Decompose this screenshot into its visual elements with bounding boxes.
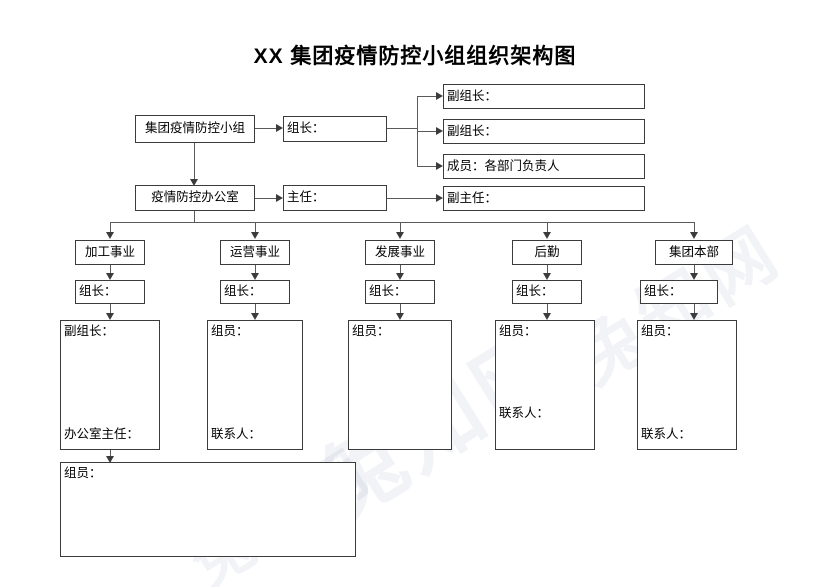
connector-drop-dept-2 — [255, 222, 257, 234]
arrow-down-icon — [690, 273, 698, 280]
node-department-1-leader[interactable]: 组长： — [75, 280, 145, 304]
connector-dept5-to-detail — [694, 304, 696, 317]
node-department-5-name[interactable]: 集团本部 — [655, 240, 733, 265]
arrow-down-icon — [396, 273, 404, 280]
arrow-down-icon — [190, 179, 198, 186]
arrow-down-icon — [251, 232, 259, 239]
department-4-detail-top: 组员： — [499, 324, 537, 338]
connector-bus-to-deputy1 — [417, 96, 437, 98]
connector-leader-to-bus — [387, 128, 417, 130]
connector-drop-dept-3 — [400, 222, 402, 234]
arrow-down-icon — [251, 313, 259, 320]
arrow-down-icon — [543, 313, 551, 320]
node-director[interactable]: 主任： — [283, 185, 387, 211]
arrow-down-icon — [690, 313, 698, 320]
node-department-5-detail[interactable]: 组员： 联系人： — [637, 320, 737, 450]
connector-department-bus — [110, 222, 695, 224]
connector-dept3-to-leader — [400, 265, 402, 276]
connector-dept3-to-detail — [400, 304, 402, 317]
node-department-1-detail[interactable]: 副组长： 办公室主任： — [60, 320, 160, 450]
node-prevention-office[interactable]: 疫情防控办公室 — [135, 185, 255, 211]
connector-office-drop — [194, 211, 196, 222]
connector-dept1-to-leader — [110, 265, 112, 276]
connector-group-to-leader — [255, 128, 277, 130]
node-group-committee[interactable]: 集团疫情防控小组 — [135, 115, 255, 143]
connector-director-to-deputy-director — [387, 198, 436, 200]
node-deputy-director[interactable]: 副主任： — [443, 186, 645, 211]
connector-bus-to-members — [417, 166, 437, 168]
arrow-right-icon — [276, 124, 283, 132]
node-department-2-detail[interactable]: 组员： 联系人： — [207, 320, 303, 450]
arrow-right-icon — [436, 162, 443, 170]
node-department-2-name[interactable]: 运营事业 — [220, 240, 290, 265]
arrow-down-icon — [396, 313, 404, 320]
connector-drop-dept-4 — [547, 222, 549, 234]
arrow-down-icon — [106, 456, 114, 463]
arrow-down-icon — [251, 273, 259, 280]
connector-bus-to-deputy2 — [417, 131, 437, 133]
department-5-detail-top: 组员： — [641, 324, 679, 338]
arrow-right-icon — [276, 194, 283, 202]
node-leader[interactable]: 组长： — [283, 116, 387, 142]
arrow-down-icon — [106, 232, 114, 239]
node-department-3-detail[interactable]: 组员： — [348, 320, 452, 450]
connector-drop-dept-5 — [694, 222, 696, 234]
node-bottom-members[interactable]: 组员： — [60, 462, 356, 557]
arrow-right-icon — [436, 92, 443, 100]
connector-group-to-office — [194, 143, 196, 181]
page-title: XX 集团疫情防控小组组织架构图 — [253, 45, 577, 68]
arrow-right-icon — [436, 194, 443, 202]
node-department-4-leader[interactable]: 组长： — [512, 280, 582, 304]
node-department-1-name[interactable]: 加工事业 — [75, 240, 145, 265]
connector-office-to-director — [255, 198, 277, 200]
connector-drop-dept-1 — [110, 222, 112, 234]
arrow-right-icon — [436, 127, 443, 135]
node-department-3-name[interactable]: 发展事业 — [365, 240, 435, 265]
connector-dept5-to-leader — [694, 265, 696, 276]
arrow-down-icon — [543, 273, 551, 280]
connector-dept1-to-detail — [110, 304, 112, 317]
connector-dept2-to-leader — [255, 265, 257, 276]
connector-dept4-to-detail — [547, 304, 549, 317]
arrow-down-icon — [690, 232, 698, 239]
node-department-3-leader[interactable]: 组长： — [365, 280, 435, 304]
arrow-down-icon — [543, 232, 551, 239]
department-1-detail-bottom: 办公室主任： — [64, 427, 140, 442]
bottom-members-label: 组员： — [64, 466, 102, 480]
node-department-4-name[interactable]: 后勤 — [512, 240, 582, 265]
connector-dept4-to-leader — [547, 265, 549, 276]
department-5-detail-bottom: 联系人： — [641, 427, 692, 442]
department-4-detail-bottom: 联系人： — [499, 406, 550, 421]
department-2-detail-top: 组员： — [211, 324, 249, 338]
node-members[interactable]: 成员：各部门负责人 — [443, 154, 645, 179]
department-1-detail-top: 副组长： — [64, 324, 115, 338]
node-department-2-leader[interactable]: 组长： — [220, 280, 290, 304]
node-deputy-leader-1[interactable]: 副组长： — [443, 84, 645, 109]
arrow-down-icon — [396, 232, 404, 239]
department-3-detail-top: 组员： — [352, 324, 390, 338]
connector-dept2-to-detail — [255, 304, 257, 317]
arrow-down-icon — [106, 313, 114, 320]
department-2-detail-bottom: 联系人： — [211, 427, 262, 442]
node-deputy-leader-2[interactable]: 副组长： — [443, 119, 645, 144]
node-department-4-detail[interactable]: 组员： 联系人： — [495, 320, 595, 450]
node-department-5-leader[interactable]: 组长： — [640, 280, 718, 304]
arrow-down-icon — [106, 273, 114, 280]
